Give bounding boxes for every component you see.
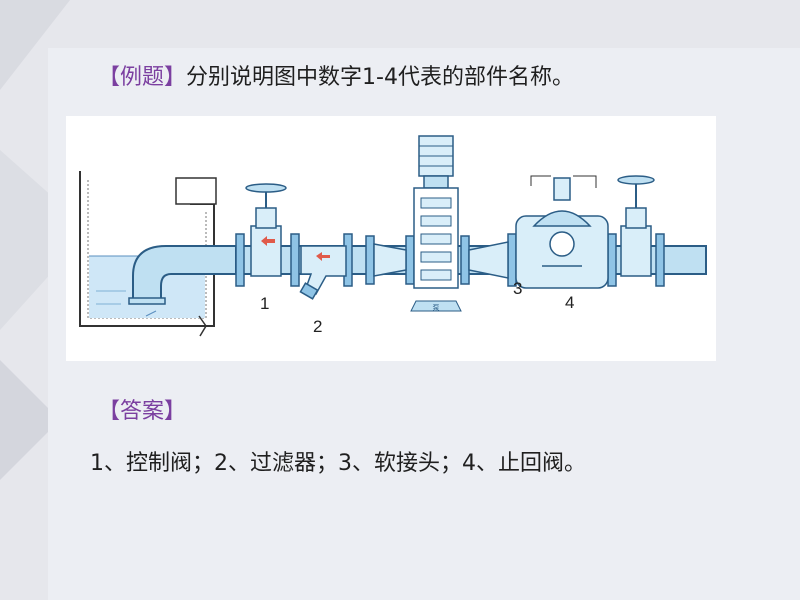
question-text: 分别说明图中数字1-4代表的部件名称。 bbox=[186, 65, 574, 90]
answer-tag: 【答案】 bbox=[98, 399, 187, 424]
part-label-1: 1 bbox=[260, 294, 270, 313]
check-valve-icon bbox=[515, 175, 609, 289]
pipe-reducer bbox=[373, 241, 509, 279]
y-strainer-icon bbox=[299, 245, 347, 300]
part-label-2: 2 bbox=[313, 317, 323, 336]
gate-valve-icon-outlet bbox=[617, 175, 655, 277]
pump-icon: 泵 bbox=[410, 135, 462, 312]
answer-text: 1、控制阀；2、过滤器；3、软接头；4、止回阀。 bbox=[90, 451, 586, 476]
part-label-4: 4 bbox=[565, 293, 575, 312]
pipeline-drawing: 泵 bbox=[79, 135, 707, 337]
part-label-3: 3 bbox=[513, 279, 523, 298]
question-title: 【例题】分别说明图中数字1-4代表的部件名称。 bbox=[98, 58, 574, 98]
pipeline-diagram: 泵 1 2 3 4 bbox=[66, 116, 716, 361]
pump-plate-text: 泵 bbox=[433, 304, 440, 312]
question-tag: 【例题】 bbox=[98, 65, 187, 90]
pipe-flanges bbox=[235, 233, 665, 287]
gate-valve-icon bbox=[245, 183, 287, 277]
